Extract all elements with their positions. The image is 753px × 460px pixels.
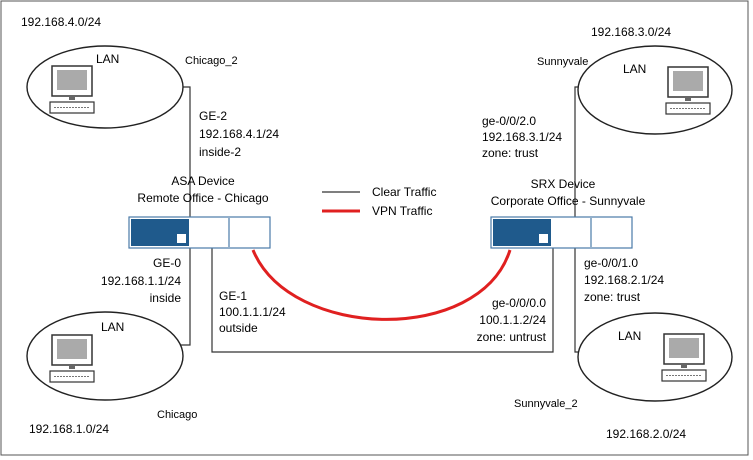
lan-label: LAN — [618, 329, 641, 343]
site-label-sunnyvale-2: Sunnyvale_2 — [514, 398, 578, 410]
asa-ge1-ip: 100.1.1.1/24 — [219, 305, 286, 319]
asa-device-location: Remote Office - Chicago — [137, 191, 268, 205]
vpn-tunnel — [251, 249, 512, 321]
network-label-bottom-left: 192.168.1.0/24 — [29, 422, 109, 436]
asa-device-name: ASA Device — [171, 174, 235, 188]
network-label-top-left: 192.168.4.0/24 — [21, 15, 101, 29]
srx-ge000-port: ge-0/0/0.0 — [492, 296, 546, 310]
wire-asa-srx-outside — [211, 248, 554, 353]
srx-ge020-zone: zone: trust — [482, 146, 539, 160]
asa-device — [128, 216, 271, 249]
asa-ge0-ip: 192.168.1.1/24 — [101, 274, 181, 288]
network-label-bottom-right: 192.168.2.0/24 — [606, 427, 686, 441]
computer-icon — [49, 65, 95, 114]
asa-ge0-port: GE-0 — [153, 256, 181, 270]
lan-ellipse — [577, 312, 733, 402]
srx-ge010-ip: 192.168.2.1/24 — [584, 273, 664, 287]
site-label-chicago: Chicago — [157, 409, 197, 421]
lan-label: LAN — [101, 320, 124, 334]
srx-ge010-zone: zone: trust — [584, 290, 641, 304]
srx-device-location: Corporate Office - Sunnyvale — [491, 194, 646, 208]
legend-vpn-label: VPN Traffic — [372, 204, 432, 218]
lan-label: LAN — [96, 52, 119, 66]
legend-clear-label: Clear Traffic — [372, 185, 436, 199]
asa-ge0-zone: inside — [150, 291, 182, 305]
lan-chicago: LAN — [26, 311, 184, 401]
port-led — [539, 234, 548, 243]
lan-ellipse — [577, 45, 733, 135]
srx-ge000-ip: 100.1.1.2/24 — [479, 313, 546, 327]
computer-icon — [665, 66, 711, 115]
network-label-top-right: 192.168.3.0/24 — [591, 25, 671, 39]
asa-ge2-ip: 192.168.4.1/24 — [199, 127, 279, 141]
site-label-sunnyvale: Sunnyvale — [537, 56, 588, 68]
lan-sunnyvale-2: LAN — [577, 312, 733, 402]
srx-device — [490, 216, 633, 249]
srx-ge000-zone: zone: untrust — [477, 330, 547, 344]
srx-device-name: SRX Device — [531, 177, 596, 191]
srx-ge020-ip: 192.168.3.1/24 — [482, 130, 562, 144]
computer-icon — [49, 334, 95, 383]
asa-ge1-port: GE-1 — [219, 289, 247, 303]
legend: Clear Traffic VPN Traffic — [322, 185, 436, 218]
lan-chicago-2: LAN — [26, 45, 184, 129]
asa-ge2-port: GE-2 — [199, 109, 227, 123]
site-label-chicago-2: Chicago_2 — [185, 55, 238, 67]
srx-ge020-port: ge-0/0/2.0 — [482, 114, 536, 128]
computer-icon — [661, 333, 707, 382]
lan-sunnyvale: LAN — [577, 45, 733, 135]
asa-ge1-zone: outside — [219, 321, 258, 335]
port-led — [177, 234, 186, 243]
asa-ge2-zone: inside-2 — [199, 145, 241, 159]
lan-label: LAN — [623, 62, 646, 76]
srx-ge010-port: ge-0/0/1.0 — [584, 256, 638, 270]
